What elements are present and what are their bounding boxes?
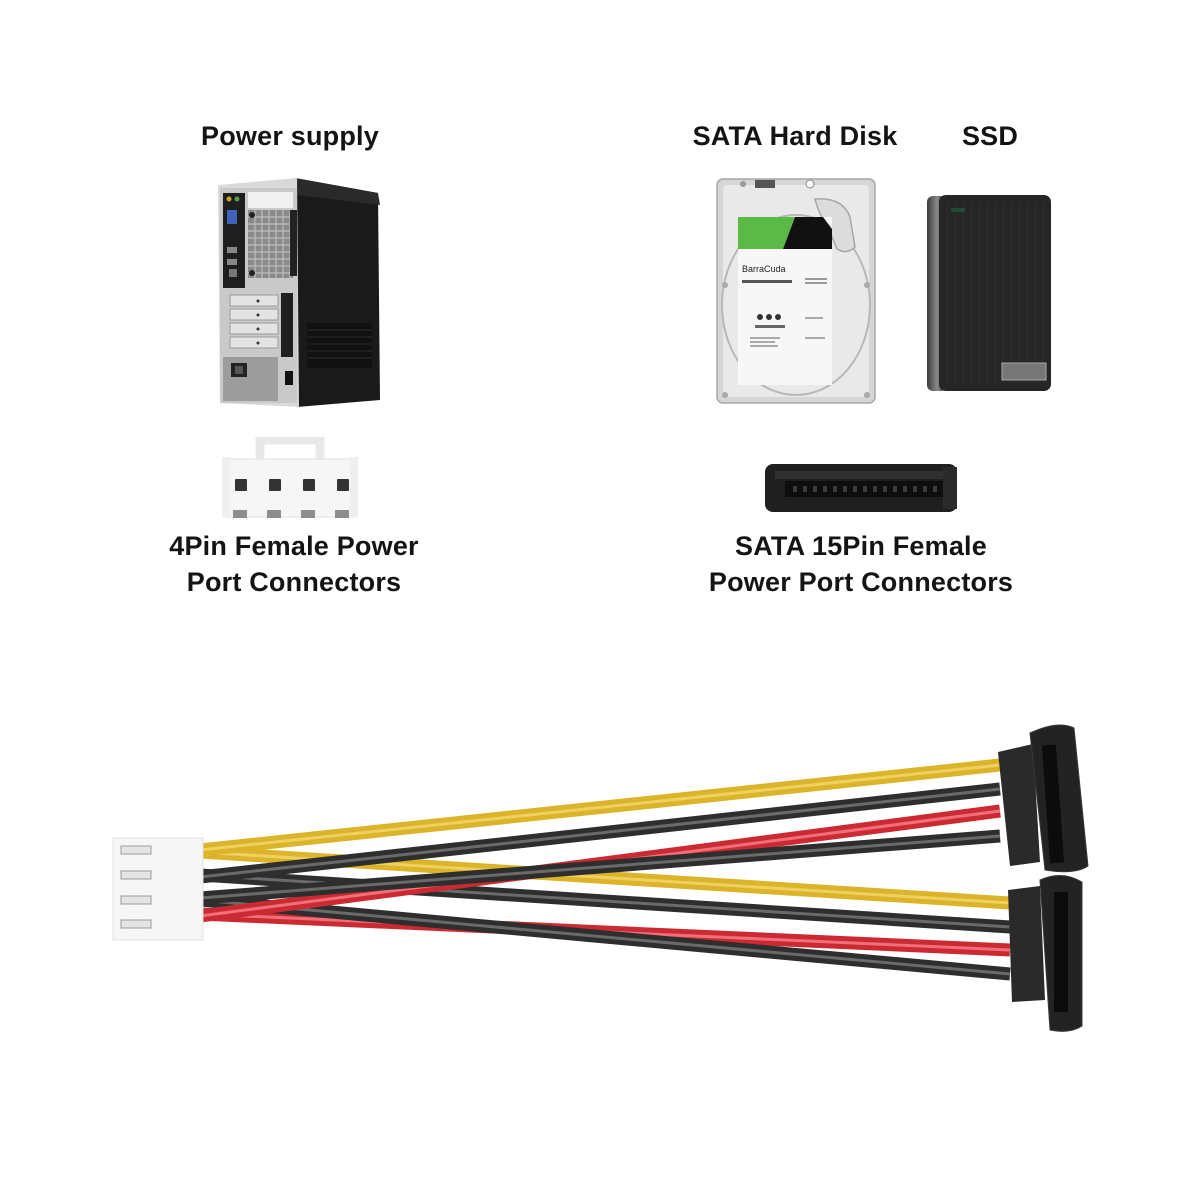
- molex-connector-icon: [220, 437, 360, 522]
- sata-hard-disk-label: SATA Hard Disk: [692, 121, 898, 151]
- sata-caption-line1: SATA 15Pin Female: [735, 531, 987, 561]
- sata-connector-icon: [763, 462, 963, 514]
- hard-disk-icon: BarraCuda: [715, 177, 877, 405]
- sata-caption-line2: Power Port Connectors: [708, 567, 1014, 597]
- y-splitter-cable-icon: [0, 700, 1200, 1060]
- four-pin-caption-line2: Port Connectors: [186, 567, 402, 597]
- four-pin-caption-line1: 4Pin Female Power: [169, 531, 419, 561]
- ssd-icon: [925, 193, 1055, 393]
- power-supply-label: Power supply: [201, 121, 379, 151]
- hdd-model-text: BarraCuda: [742, 264, 786, 274]
- pc-tower-icon: [215, 175, 385, 410]
- ssd-label: SSD: [961, 121, 1019, 151]
